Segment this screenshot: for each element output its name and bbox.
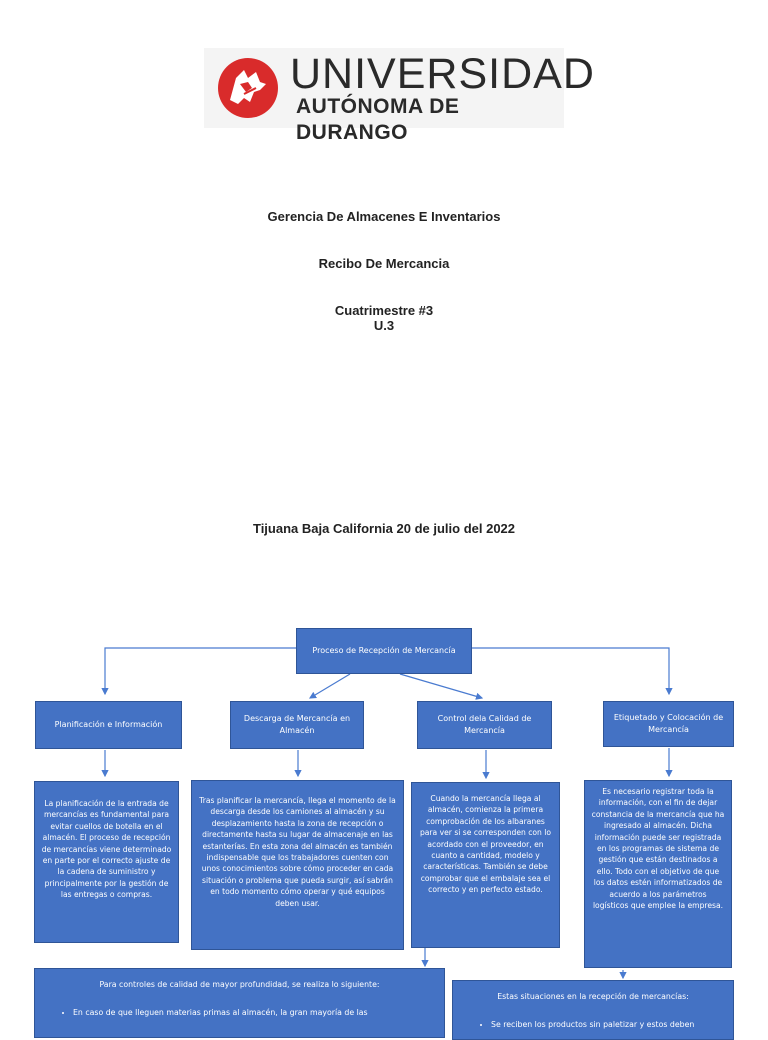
document-title: Recibo De Mercancia [318,256,450,271]
branch-text-planning: La planificación de la entrada de mercan… [34,781,179,943]
subject-title: Gerencia De Almacenes E Inventarios [267,209,501,224]
branch-title-quality: Control dela Calidad de Mercancía [417,701,552,749]
unit-label: U.3 [373,318,395,333]
university-logo: UNIVERSIDAD AUTÓNOMA DE DURANGO [204,48,594,144]
branch-title-planning: Planificación e Información [35,701,182,749]
situations-list: Se reciben los productos sin paletizar y… [465,1019,694,1031]
branch-title-labeling: Etiquetado y Colocación de Mercancía [603,701,734,747]
branch-text-labeling: Es necesario registrar toda la informaci… [584,780,732,968]
quality-detail-box: Para controles de calidad de mayor profu… [34,968,445,1038]
branch-text-quality: Cuando la mercancía llega al almacén, co… [411,782,560,948]
logo-wordmark: UNIVERSIDAD [290,50,595,98]
place-date: Tijuana Baja California 20 de julio del … [252,521,516,536]
branch-text-unloading: Tras planificar la mercancía, llega el m… [191,780,404,950]
quality-detail-title: Para controles de calidad de mayor profu… [99,980,380,989]
logo-subtitle: AUTÓNOMA DE DURANGO [296,95,460,144]
term-label: Cuatrimestre #3 [334,303,434,318]
situations-box: Estas situaciones en la recepción de mer… [452,980,734,1040]
branch-title-unloading: Descarga de Mercancía en Almacén [230,701,364,749]
list-item: En caso de que lleguen materias primas a… [73,1007,368,1019]
list-item: Se reciben los productos sin paletizar y… [491,1019,694,1031]
situations-title: Estas situaciones en la recepción de mer… [497,992,689,1001]
wolf-emblem-icon [218,58,278,118]
quality-detail-list: En caso de que lleguen materias primas a… [47,1007,368,1019]
diagram-root-box: Proceso de Recepción de Mercancía [296,628,472,674]
